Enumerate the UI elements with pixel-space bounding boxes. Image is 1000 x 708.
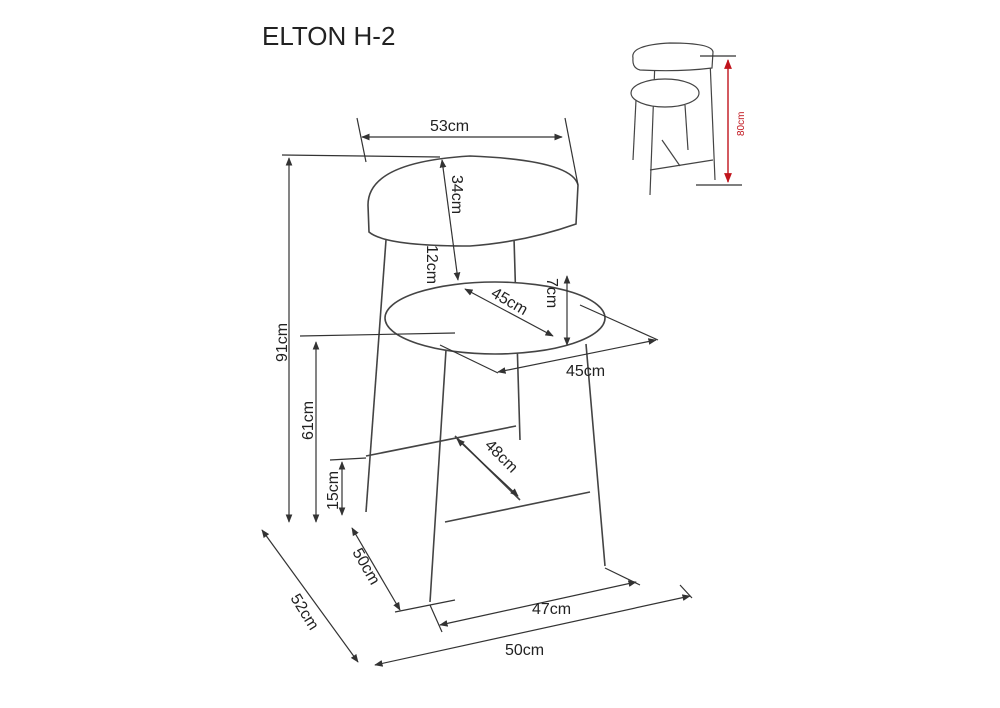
front-footrest [444,491,591,523]
backrest [367,155,579,247]
base-depth-label: 50cm [349,546,383,588]
back-width-label: 53cm [430,118,469,135]
total-depth-label: 52cm [287,591,322,633]
seat-depth-label: 45cm [566,363,605,380]
footrest-height-label: 15cm [325,471,342,510]
total-height-label: 91cm [274,323,291,362]
back-seat-gap-label: 12cm [423,245,440,284]
front-right-leg [585,343,606,567]
total-width-label: 50cm [505,642,544,659]
front-left-leg [429,349,447,603]
dimension-lines [261,117,693,667]
seat-height-label: 61cm [300,401,317,440]
back-left-leg [365,239,387,513]
thumbnail-chair [630,42,742,196]
product-title: ELTON H-2 [262,21,395,51]
thumbnail-height-label: 80cm [736,112,747,136]
backrest-height-label: 34cm [448,175,465,214]
base-width-label: 47cm [532,601,571,618]
seat-thickness-label: 7cm [543,278,560,308]
footrest-length-label: 48cm [481,437,521,477]
